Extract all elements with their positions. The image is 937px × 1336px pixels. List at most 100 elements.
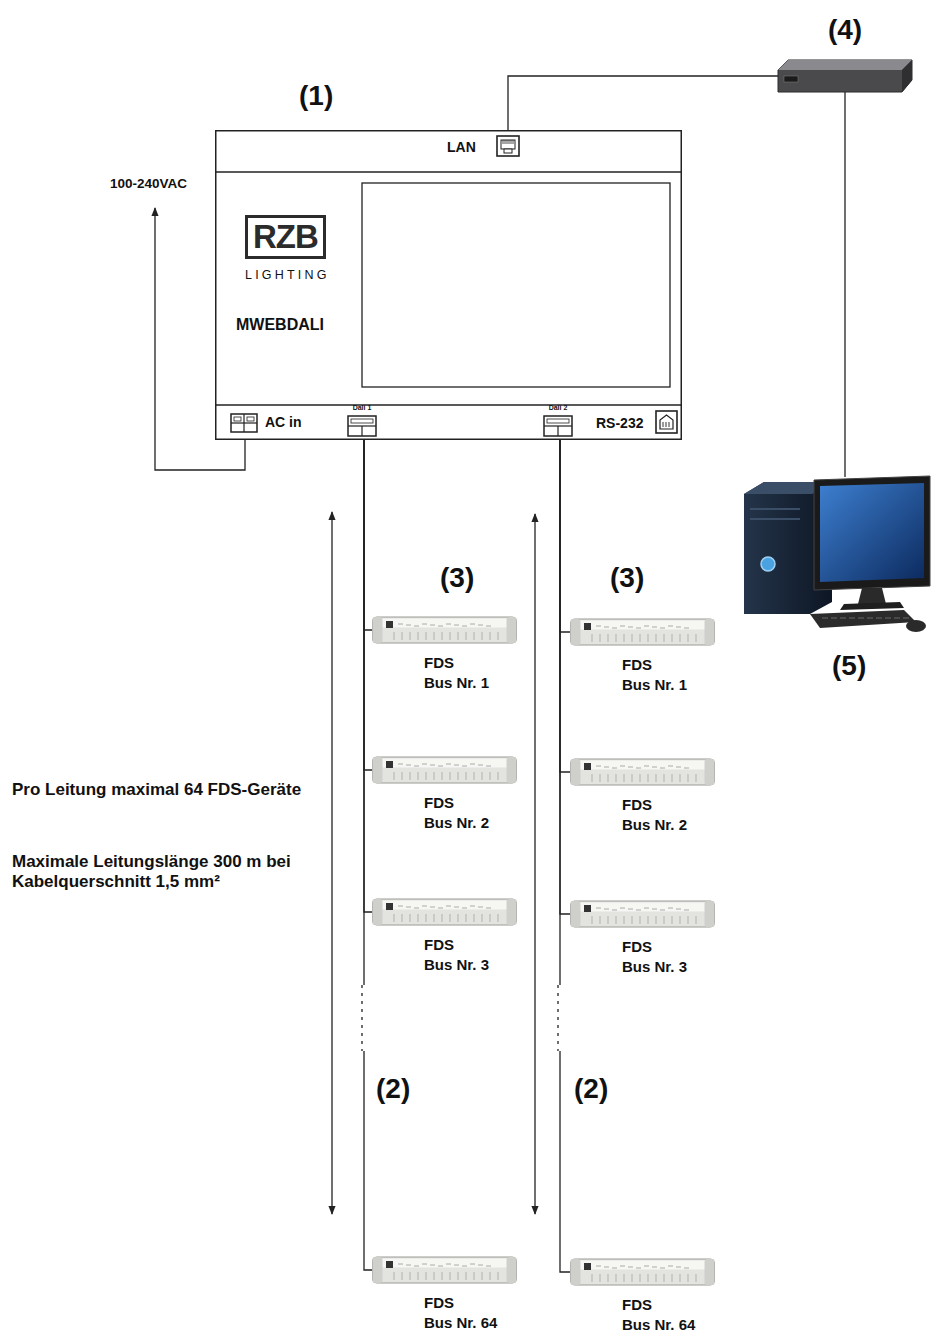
print-mark xyxy=(644,908,649,909)
housing-rib xyxy=(599,916,600,924)
housing-rib xyxy=(401,914,402,922)
device-end-cap xyxy=(571,901,581,927)
print-mark xyxy=(454,907,459,908)
rj45-latch xyxy=(504,149,512,153)
dali-terminal: Dali 2 xyxy=(538,404,582,440)
device-label: FDS xyxy=(424,794,454,811)
bus-dashes xyxy=(361,985,362,1051)
print-mark xyxy=(612,910,617,911)
print-mark xyxy=(660,910,665,911)
terminal-block xyxy=(348,416,376,436)
housing-rib xyxy=(449,772,450,780)
keyboard-keys xyxy=(822,618,909,619)
terminal-block xyxy=(231,414,257,432)
housing-rib xyxy=(441,632,442,640)
housing-rib xyxy=(425,632,426,640)
housing-rib xyxy=(409,914,410,922)
device-print xyxy=(592,766,696,782)
housing-rib xyxy=(599,1274,600,1282)
print-mark xyxy=(684,910,689,911)
bus-wire xyxy=(844,92,845,477)
print-mark xyxy=(478,907,483,908)
housing-rib xyxy=(631,1274,632,1282)
switch-body xyxy=(778,60,912,92)
print-mark xyxy=(604,909,609,910)
print-mark xyxy=(620,766,625,767)
print-mark xyxy=(414,908,419,909)
device-logo xyxy=(386,1261,393,1268)
housing-rib xyxy=(695,774,696,782)
housing-rib xyxy=(639,1274,640,1282)
controller-housing: (1)RZBLIGHTINGMWEBDALILANAC inDali 1Dali… xyxy=(215,130,682,440)
housing-rib xyxy=(497,772,498,780)
terminal-divider xyxy=(348,425,376,426)
print-mark xyxy=(676,627,681,628)
device-top-face xyxy=(573,903,711,912)
print-mark xyxy=(462,766,467,767)
device-print xyxy=(394,764,498,780)
print-mark xyxy=(430,625,435,626)
print-mark xyxy=(660,1268,665,1269)
housing-rib xyxy=(409,1272,410,1280)
port-label: Dali 2 xyxy=(538,404,578,412)
housing-rib xyxy=(473,772,474,780)
controller-housing-drawing xyxy=(215,130,682,440)
housing-rib xyxy=(623,1274,624,1282)
fds-device: FDSBus Nr. 1 xyxy=(570,616,720,708)
device-print xyxy=(394,906,498,922)
housing-rib xyxy=(591,916,592,924)
port-label: RS-232 xyxy=(596,415,643,431)
housing-rib xyxy=(465,914,466,922)
device-end-cap xyxy=(571,619,581,645)
device-label: FDS xyxy=(424,936,454,953)
device-end-cap xyxy=(507,1257,517,1283)
housing-rib xyxy=(441,914,442,922)
print-mark xyxy=(438,766,443,767)
device-housing xyxy=(373,617,517,643)
monitor-frame xyxy=(814,476,930,590)
print-mark xyxy=(478,625,483,626)
housing-rib xyxy=(687,1274,688,1282)
bus-number: Bus Nr. 64 xyxy=(622,1316,695,1333)
housing-rib xyxy=(671,1274,672,1282)
drive-bay xyxy=(750,518,800,520)
print-mark xyxy=(596,626,601,627)
housing-rib xyxy=(417,772,418,780)
terminal-divider xyxy=(231,422,257,423)
print-mark xyxy=(652,767,657,768)
print-mark xyxy=(398,906,403,907)
print-mark xyxy=(636,628,641,629)
print-mark xyxy=(486,766,491,767)
housing-rib xyxy=(401,632,402,640)
bus-wire xyxy=(560,440,570,914)
housing-rib xyxy=(433,914,434,922)
print-mark xyxy=(628,767,633,768)
print-mark xyxy=(486,908,491,909)
print-mark xyxy=(446,906,451,907)
housing-rib xyxy=(639,916,640,924)
housing-rib xyxy=(639,774,640,782)
housing-rib xyxy=(473,914,474,922)
print-mark xyxy=(636,768,641,769)
housing-rib xyxy=(623,774,624,782)
device-housing xyxy=(373,1257,517,1283)
key-row xyxy=(840,617,846,619)
print-mark xyxy=(652,1267,657,1268)
callout-number: (2) xyxy=(574,1072,608,1106)
housing-rib xyxy=(473,1272,474,1280)
print-mark xyxy=(422,764,427,765)
device-top-face xyxy=(573,1261,711,1270)
print-mark xyxy=(454,1265,459,1266)
device-end-cap xyxy=(373,757,383,783)
port-label: LAN xyxy=(447,139,476,155)
housing-rib xyxy=(401,1272,402,1280)
device-end-cap xyxy=(373,899,383,925)
key-row xyxy=(876,617,882,619)
rs232-port: RS-232 xyxy=(594,408,680,438)
switch-side-face xyxy=(902,60,912,92)
housing-rib xyxy=(599,634,600,642)
display-window xyxy=(362,183,670,387)
supply-voltage: 100-240VAC xyxy=(110,176,187,192)
print-mark xyxy=(470,1264,475,1265)
housing-rib xyxy=(409,632,410,640)
